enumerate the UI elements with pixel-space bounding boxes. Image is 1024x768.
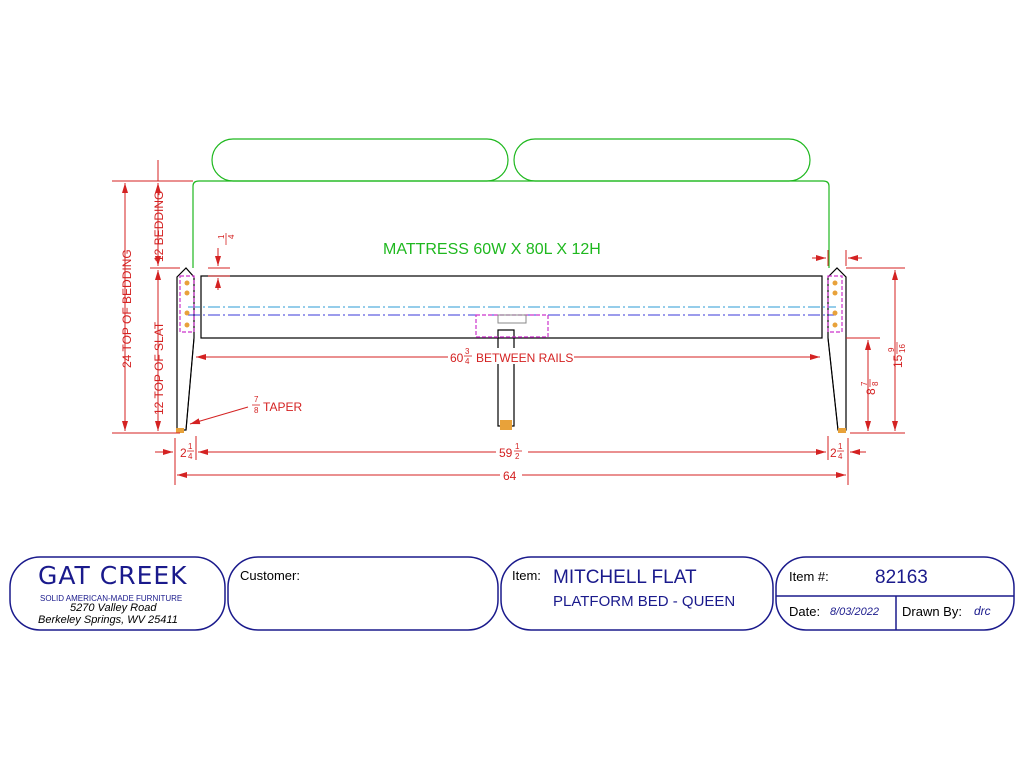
dim-leg-height-whole: 8 [864, 388, 878, 395]
dim-top-of-bedding: 24 TOP OF BEDDING [120, 249, 134, 368]
pillow-left [211, 138, 509, 182]
dim-right-height-num: 9 [887, 347, 896, 352]
dim-between-num: 3 [465, 347, 470, 356]
center-leg [497, 329, 515, 427]
dim-leg-right-whole: 2 [830, 446, 837, 460]
pillow-right [513, 138, 811, 182]
item-panel [500, 556, 774, 631]
dim-leg-left-whole: 2 [180, 446, 187, 460]
dim-overall: 64 [503, 469, 517, 483]
center-bracket [475, 314, 549, 338]
dim-inner-num: 1 [515, 442, 520, 451]
bracket-right [827, 275, 843, 333]
customer-label: Customer: [240, 568, 300, 583]
mattress-outline [192, 180, 830, 268]
mattress-group [192, 138, 830, 268]
dim-leg-left-num: 1 [188, 442, 193, 451]
dim-taper-num: 7 [254, 395, 259, 404]
item-number-label: Item #: [789, 569, 829, 584]
bolt-icon [832, 280, 838, 286]
bolt-icon [832, 322, 838, 328]
title-block [9, 556, 1015, 631]
glide-icon [500, 420, 512, 430]
drawn-by-label: Drawn By: [902, 604, 962, 619]
item-number-value: 82163 [875, 567, 928, 588]
customer-panel [227, 556, 499, 631]
item-number-panel [775, 556, 1015, 631]
bolt-icon [184, 322, 190, 328]
bolt-icon [184, 280, 190, 286]
company-tagline: SOLID AMERICAN-MADE FURNITURE [40, 594, 182, 603]
bracket-left [179, 275, 195, 333]
slat-lines [188, 306, 836, 316]
glide-icon [838, 428, 846, 433]
dim-between-den: 4 [465, 357, 470, 366]
drawn-by-value: drc [974, 604, 991, 618]
dim-between-text: BETWEEN RAILS [476, 351, 573, 365]
bolt-icon [184, 310, 190, 316]
item-name-line2: PLATFORM BED - QUEEN [553, 593, 735, 610]
company-address-line2: Berkeley Springs, WV 25411 [38, 614, 178, 626]
bolt-icon [832, 290, 838, 296]
mattress-label: MATTRESS 60W X 80L X 12H [383, 241, 601, 258]
dim-taper-den: 8 [254, 406, 259, 415]
bolt-icon [184, 290, 190, 296]
dim-quarter-num: 1 [217, 234, 226, 239]
glide-icon [176, 428, 184, 433]
date-value: 8/03/2022 [830, 606, 879, 618]
dim-leg-right-num: 1 [838, 442, 843, 451]
dim-top-of-slat: 12 TOP OF SLAT [152, 321, 166, 415]
dim-right-height-den: 16 [898, 344, 907, 353]
dim-right-height-whole: 15 [891, 354, 905, 368]
dim-quarter-den: 4 [227, 234, 236, 239]
side-rail [200, 275, 823, 339]
dim-inner-whole: 59 [499, 446, 513, 460]
dim-leg-height-den: 8 [871, 381, 880, 386]
company-address-line1: 5270 Valley Road [70, 602, 157, 614]
dim-bedding: 12 BEDDING [152, 191, 166, 262]
bolt-icon [832, 310, 838, 316]
item-label: Item: [512, 568, 541, 583]
dim-inner-den: 2 [515, 452, 520, 461]
dim-leg-height-num: 7 [860, 381, 869, 386]
company-panel [9, 556, 226, 631]
dim-between-whole: 60 [450, 351, 464, 365]
company-name: GAT CREEK [38, 561, 188, 590]
item-name-line1: MITCHELL FLAT [553, 567, 697, 588]
dim-leg-right-den: 4 [838, 452, 843, 461]
dim-leg-left-den: 4 [188, 452, 193, 461]
date-label: Date: [789, 604, 820, 619]
dim-taper-text: TAPER [263, 400, 302, 414]
